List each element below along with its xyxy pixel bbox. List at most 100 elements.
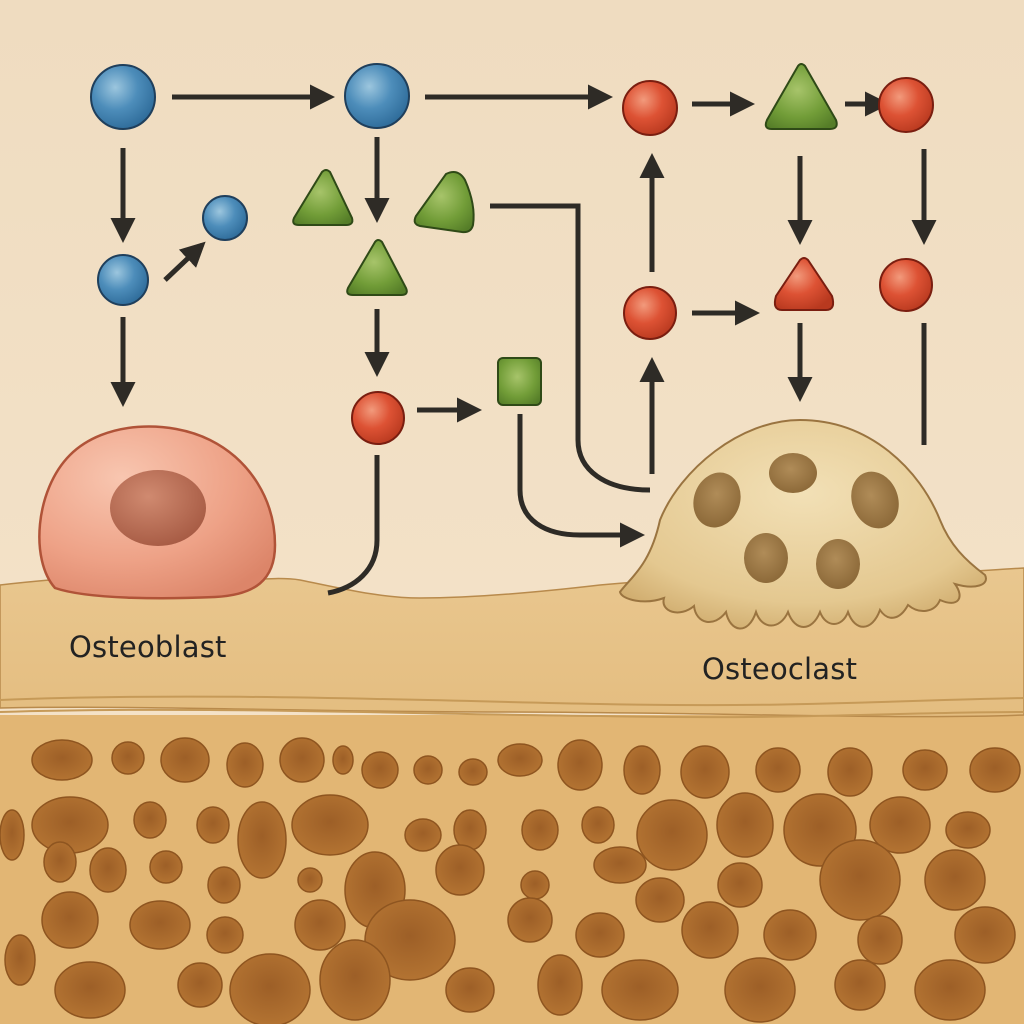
bone-pore	[557, 739, 603, 791]
bone-pore	[716, 792, 774, 858]
bone-pore	[724, 957, 796, 1023]
bone-pore	[404, 818, 442, 852]
bone-pore	[160, 737, 210, 783]
bone-pore	[294, 899, 346, 951]
signaling-edges	[110, 84, 937, 596]
bone-pore	[177, 962, 223, 1008]
node-b1-blue-circle	[90, 64, 156, 130]
bone-pore	[41, 891, 99, 949]
osteoclast-nucleus	[769, 453, 817, 493]
bone-pore	[196, 806, 230, 844]
bone-pore	[623, 745, 661, 795]
line-r3-bone	[327, 455, 380, 596]
bone-pore	[575, 912, 625, 958]
bone-pore	[458, 758, 488, 786]
bone-pore	[680, 745, 730, 799]
bone-pore	[601, 959, 679, 1021]
bone-pore	[149, 850, 183, 884]
bone-pore	[332, 745, 354, 775]
osteoclast-label: Osteoclast	[702, 652, 858, 686]
osteoblast-nucleus	[110, 470, 206, 546]
line-g3-osteoclast	[490, 203, 651, 493]
bone-pore	[869, 796, 931, 854]
node-r3-red-circle	[351, 391, 405, 445]
bone-pore	[226, 742, 264, 788]
bone-pore	[319, 939, 391, 1021]
osteoclast-body	[618, 418, 987, 630]
node-g2-green-triangle	[346, 239, 408, 296]
bone-pore	[507, 897, 553, 943]
bone-pore	[520, 870, 550, 900]
bone-pore	[945, 811, 991, 849]
osteoclast-nucleus	[816, 539, 860, 589]
bone-pore	[229, 953, 311, 1024]
node-b4-blue-circle	[202, 195, 248, 241]
bone-pore	[537, 954, 583, 1016]
bone-pore	[364, 899, 456, 981]
osteoclast-nucleus	[744, 533, 788, 583]
bone-pore	[453, 809, 487, 851]
node-g3-green-triangle	[413, 171, 475, 234]
bone-pore	[924, 849, 986, 911]
node-r2-red-circle	[878, 77, 934, 133]
bone-pore	[297, 867, 323, 893]
bone-pore	[89, 847, 127, 893]
bone-pores	[0, 737, 1021, 1024]
bone-pore	[763, 909, 817, 961]
bone-pore	[435, 844, 485, 896]
arrow-sq1-osteoclast	[517, 414, 645, 548]
bone-pore	[593, 846, 647, 884]
osteoclast-cell	[618, 418, 987, 630]
node-rt1-red-triangle	[773, 257, 835, 311]
bone-pore	[755, 747, 801, 793]
bone-lamella-line	[0, 695, 1024, 707]
bone-pore	[31, 739, 93, 781]
node-b2-blue-circle	[344, 63, 410, 129]
osteoclast-nucleus	[851, 471, 899, 529]
bone-pore	[237, 801, 287, 879]
node-b3-blue-circle	[97, 254, 149, 306]
osteoblast-cell	[38, 425, 277, 600]
bone-pore	[636, 799, 708, 871]
bone-pore	[413, 755, 443, 785]
bone-pore	[635, 877, 685, 923]
bone-pore	[914, 959, 986, 1021]
arrow-b3-b4	[163, 241, 206, 282]
bone-pore	[133, 801, 167, 839]
node-sq1-green-square	[497, 357, 542, 406]
bone-pore	[4, 934, 36, 986]
bone-pore	[581, 806, 615, 844]
bone-pore	[54, 961, 126, 1019]
bone-pore	[954, 906, 1016, 964]
node-r1-red-circle	[622, 80, 678, 136]
bone-lamella-line	[0, 708, 1024, 719]
bone-pore	[857, 915, 903, 965]
bone-pore	[111, 741, 145, 775]
bone-pore	[834, 959, 886, 1011]
bone-pore	[207, 866, 241, 904]
bone-pore	[206, 916, 244, 954]
node-g4-green-triangle	[764, 63, 838, 130]
node-r5-red-circle	[879, 258, 933, 312]
bone-pore	[717, 862, 763, 908]
bone-pore	[902, 749, 948, 791]
bone-pore	[681, 901, 739, 959]
bone-pore	[0, 809, 25, 861]
osteoblast-label: Osteoblast	[69, 630, 227, 664]
bone-pore	[819, 839, 901, 921]
node-r4-red-circle	[623, 286, 677, 340]
node-g1-green-triangle	[292, 169, 354, 226]
signaling-nodes	[90, 63, 934, 445]
bone-pore	[43, 841, 77, 883]
bone-pore	[445, 967, 495, 1013]
trabecular-bone	[0, 715, 1024, 1024]
bone-pore	[827, 747, 873, 797]
bone-pore	[129, 900, 191, 950]
bone-pore	[969, 747, 1021, 793]
bone-pore	[31, 796, 109, 854]
bone-pore	[361, 751, 399, 789]
bone-pore	[497, 743, 543, 777]
bone-pore	[279, 737, 325, 783]
